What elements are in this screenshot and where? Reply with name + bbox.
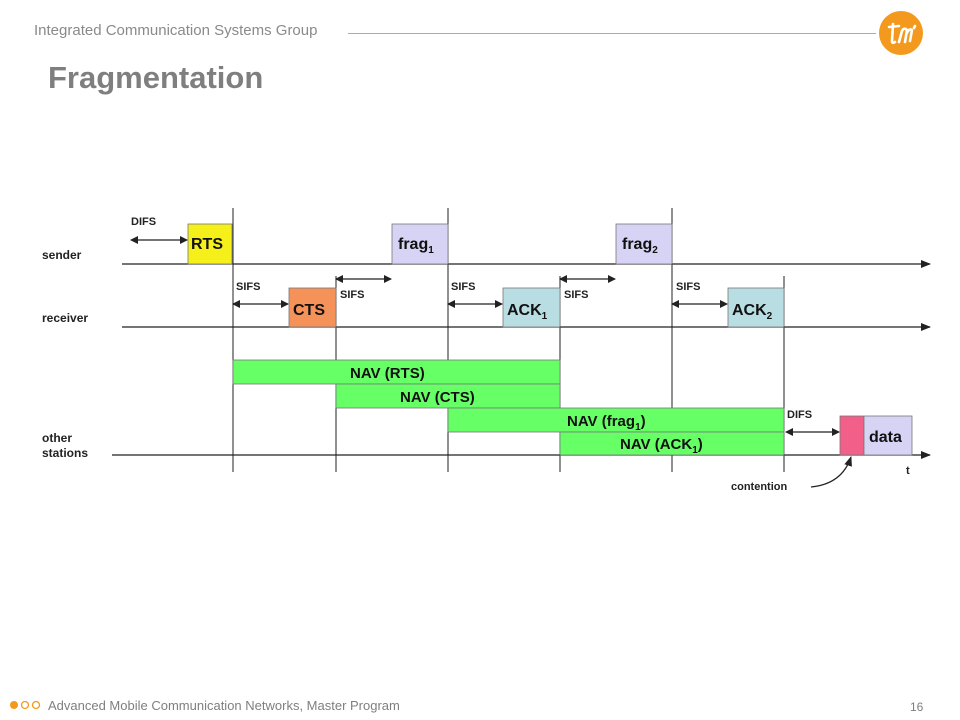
- ack1-label: ACK1: [507, 302, 548, 322]
- sifs-1-label: SIFS: [236, 281, 260, 293]
- data-frame: [863, 415, 913, 456]
- contention-pointer: [810, 456, 852, 488]
- sifs-5-label: SIFS: [676, 281, 700, 293]
- difs-other-label: DIFS: [787, 409, 812, 421]
- header-group-name: Integrated Communication Systems Group: [34, 22, 318, 39]
- cts-label: CTS: [293, 302, 325, 319]
- nav-ack1-bar: [559, 431, 785, 456]
- frag1-frame: [391, 223, 449, 265]
- rts-label: RTS: [191, 236, 223, 253]
- time-axis-label: t: [906, 465, 910, 477]
- nav-frag1-bar: [447, 407, 785, 433]
- row-label-other: other: [42, 431, 72, 445]
- ack2-frame: [727, 287, 785, 328]
- sifs-4-label: SIFS: [564, 289, 588, 301]
- ack1-frame: [502, 287, 561, 328]
- nav-frag1-label: NAV (frag1): [567, 413, 646, 433]
- rts-frame: [187, 223, 233, 265]
- row-label-sender: sender: [42, 248, 82, 262]
- difs-sender-label: DIFS: [131, 216, 156, 228]
- contention-slot: [839, 415, 865, 456]
- contention-label: contention: [731, 481, 787, 493]
- page-number: 16: [910, 700, 924, 714]
- frag2-label: frag2: [622, 236, 658, 256]
- frag2-frame: [615, 223, 673, 265]
- nav-cts-label: NAV (CTS): [400, 389, 475, 406]
- nav-rts-label: NAV (RTS): [350, 365, 425, 382]
- header-divider: [348, 33, 876, 34]
- row-label-stations: stations: [42, 446, 88, 460]
- institution-logo: [879, 11, 923, 55]
- nav-ack1-label: NAV (ACK1): [620, 436, 703, 456]
- footer-program-text: Advanced Mobile Communication Networks, …: [48, 698, 400, 713]
- cts-frame: [288, 287, 337, 328]
- sifs-2-label: SIFS: [340, 289, 364, 301]
- nav-rts-bar: [232, 359, 561, 385]
- ack2-label: ACK2: [732, 302, 773, 322]
- nav-cts-bar: [335, 383, 561, 409]
- page-title: Fragmentation: [48, 60, 264, 95]
- footer-dots-icon: [10, 700, 41, 710]
- frag1-label: frag1: [398, 236, 434, 256]
- data-label: data: [869, 429, 902, 446]
- sifs-3-label: SIFS: [451, 281, 475, 293]
- row-label-receiver: receiver: [42, 311, 88, 325]
